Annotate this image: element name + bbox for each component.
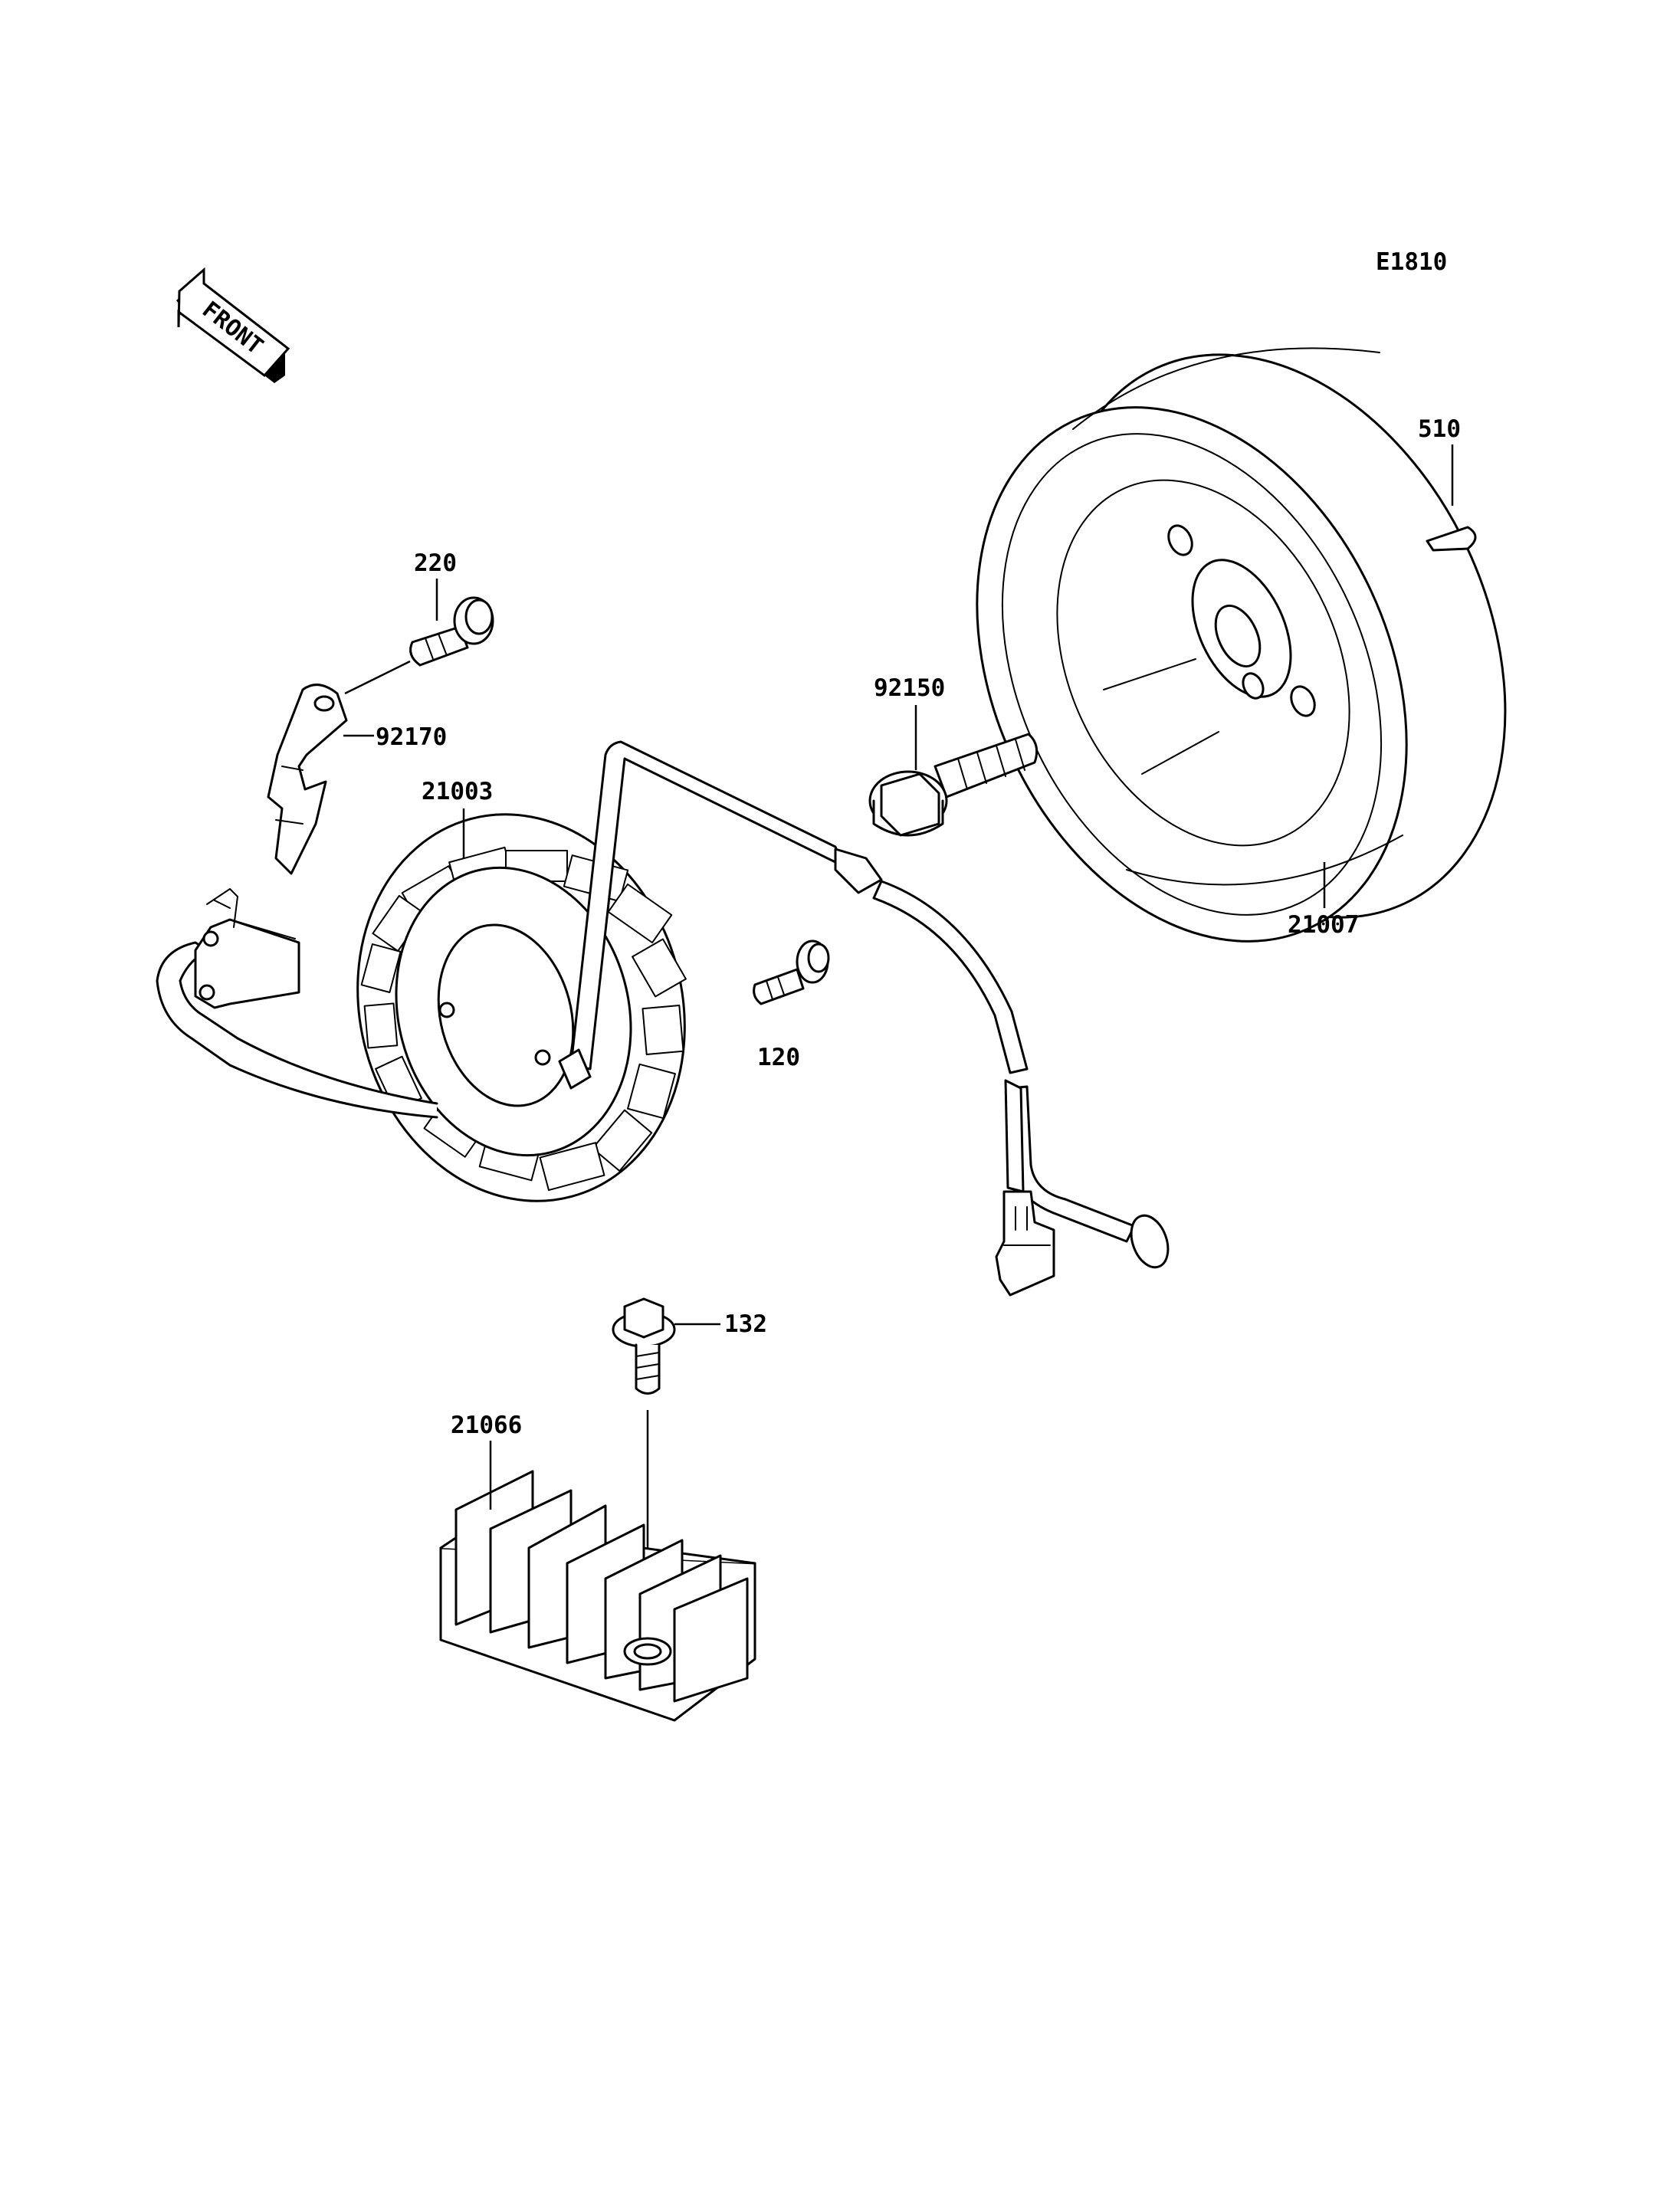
- stator-21003: 21003: [156, 740, 1170, 1297]
- label-92170: 92170: [376, 723, 447, 751]
- bolt-120: 120: [753, 939, 830, 1071]
- label-120: 120: [757, 1044, 800, 1071]
- label-21066: 21066: [451, 1412, 522, 1439]
- label-220: 220: [414, 549, 457, 577]
- label-132: 132: [724, 1310, 767, 1338]
- regulator-rectifier-21066: 21066: [439, 1412, 756, 1722]
- flange-bolt-92150: 92150: [868, 674, 1039, 837]
- flywheel-rotor-21007: 21007: [976, 347, 1507, 943]
- label-510: 510: [1418, 415, 1461, 443]
- flange-bolt-132: 132: [612, 1297, 767, 1648]
- label-21003: 21003: [422, 778, 493, 805]
- woodruff-key-510: 510: [1418, 415, 1477, 552]
- screw-220: 220: [344, 549, 494, 695]
- label-92150: 92150: [874, 674, 945, 702]
- clamp-92170: 92170: [267, 684, 447, 875]
- label-21007: 21007: [1288, 911, 1359, 939]
- diagram-code: E1810: [1376, 248, 1447, 276]
- front-arrow-icon: FRONT: [176, 267, 290, 383]
